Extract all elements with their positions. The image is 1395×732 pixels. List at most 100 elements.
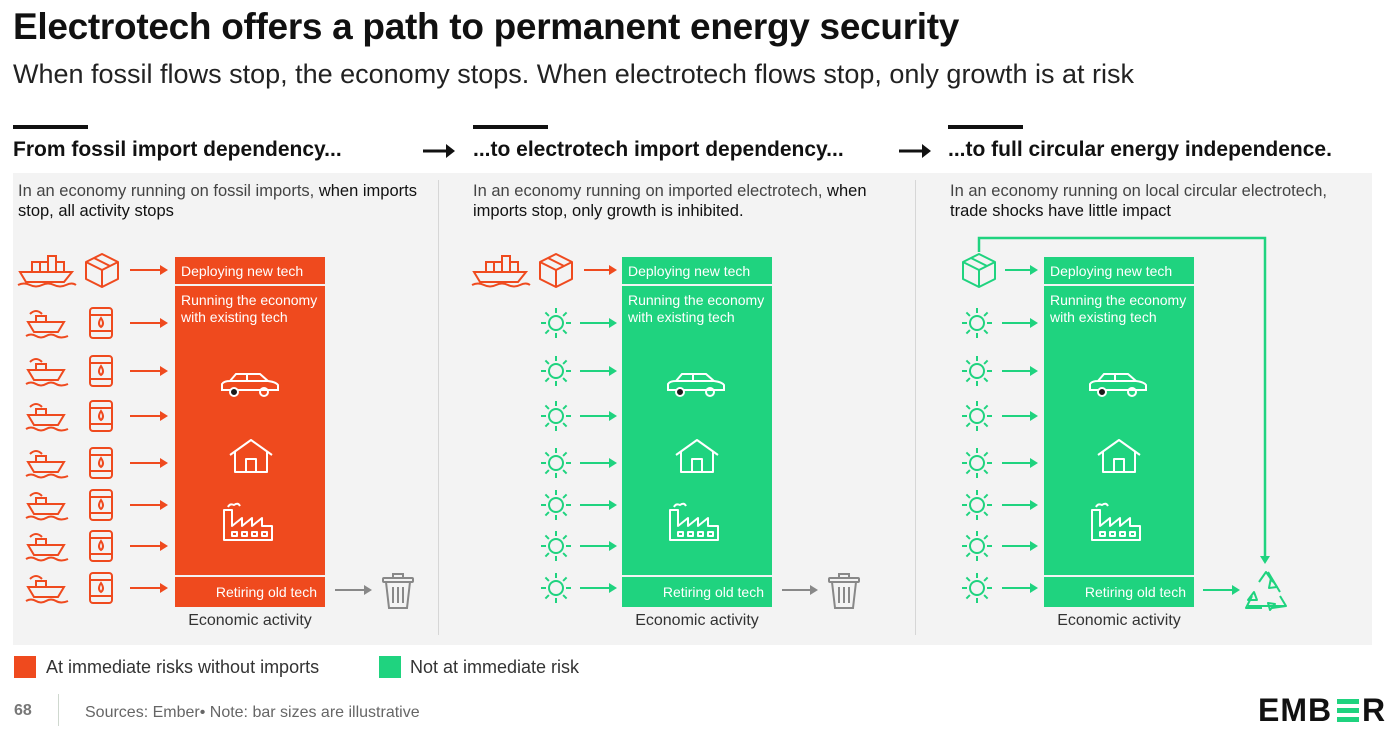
sun-icon: [962, 531, 992, 561]
tanker-ship-icon: [25, 575, 69, 604]
sun-icon: [541, 573, 571, 603]
heading-accent-bar: [948, 125, 1023, 129]
sun-icon: [962, 401, 992, 431]
tanker-ship-icon: [25, 492, 69, 521]
flow-arrow: [1005, 265, 1038, 275]
oil-barrel-icon: [89, 400, 113, 432]
ship-icon: [17, 255, 77, 288]
oil-barrel-icon: [89, 530, 113, 562]
oil-barrel-icon: [89, 307, 113, 339]
legend-swatch-risk: [14, 656, 36, 678]
flow-arrow: [130, 318, 168, 328]
flow-arrow: [580, 366, 617, 376]
arrow-right-icon: [899, 144, 931, 158]
tanker-ship-icon: [25, 533, 69, 562]
tanker-ship-icon: [25, 310, 69, 339]
car-icon: [667, 373, 725, 397]
flow-arrow: [782, 585, 818, 595]
svg-text:R: R: [1362, 692, 1385, 728]
car-icon: [1089, 373, 1147, 397]
sun-icon: [962, 573, 992, 603]
column-heading-electrotech: ...to electrotech import dependency...: [473, 138, 844, 161]
retiring-segment: Retiring old tech: [175, 577, 325, 607]
flow-arrow: [130, 583, 168, 593]
column-description: In an economy running on imported electr…: [473, 182, 867, 220]
column-heading-circular: ...to full circular energy independence.: [948, 138, 1332, 161]
page-title: Electrotech offers a path to permanent e…: [13, 6, 960, 47]
oil-barrel-icon: [89, 355, 113, 387]
retiring-segment: Retiring old tech: [1044, 577, 1194, 607]
running-segment: Running the economy with existing tech: [1044, 286, 1194, 575]
divider: [915, 180, 916, 635]
sun-icon: [541, 490, 571, 520]
oil-barrel-icon: [89, 489, 113, 521]
heading-accent-bar: [13, 125, 88, 129]
economic-activity-bar-fossil: Deploying new tech Running the economy w…: [175, 257, 325, 607]
sun-icon: [541, 401, 571, 431]
page-subtitle: When fossil flows stop, the economy stop…: [13, 59, 1134, 89]
flow-arrow: [130, 541, 168, 551]
oil-barrel-icon: [89, 447, 113, 479]
sun-icon: [962, 448, 992, 478]
trash-bin-icon: [382, 573, 414, 609]
sun-icon: [541, 356, 571, 386]
divider: [438, 180, 439, 635]
sources-note: Sources: Ember• Note: bar sizes are illu…: [85, 704, 420, 721]
economic-activity-bar-electrotech: Deploying new tech Running the economy w…: [622, 257, 772, 607]
column-description: In an economy running on local circular …: [950, 182, 1327, 220]
sun-icon: [541, 308, 571, 338]
package-icon: [85, 253, 119, 288]
flow-arrow: [130, 500, 168, 510]
flow-arrow: [1002, 411, 1038, 421]
sun-icon: [541, 531, 571, 561]
flow-arrow: [1203, 585, 1240, 595]
factory-icon: [669, 502, 719, 541]
sun-icon: [962, 356, 992, 386]
house-icon: [675, 439, 719, 473]
sun-icon: [541, 448, 571, 478]
tanker-ship-icon: [25, 450, 69, 479]
flow-arrow: [580, 541, 617, 551]
flow-arrow: [584, 265, 617, 275]
deploying-segment: Deploying new tech: [622, 257, 772, 284]
flow-arrow: [1002, 458, 1038, 468]
circular-loop-line: [977, 236, 1270, 564]
legend-label-safe: Not at immediate risk: [410, 657, 580, 677]
flow-arrow: [130, 366, 168, 376]
flow-arrow: [1002, 366, 1038, 376]
tanker-ship-icon: [25, 358, 69, 387]
flow-arrow: [130, 265, 168, 275]
flow-arrow: [130, 458, 168, 468]
page-number: 68: [14, 702, 32, 719]
deploying-segment: Deploying new tech: [1044, 257, 1194, 284]
economic-activity-label: Economic activity: [1057, 612, 1181, 629]
svg-text:EMB: EMB: [1258, 692, 1332, 728]
recycle-icon: [1245, 571, 1287, 611]
running-segment: Running the economy with existing tech: [175, 286, 325, 575]
flow-arrow: [1002, 583, 1038, 593]
house-icon: [229, 439, 273, 473]
ship-icon: [471, 255, 531, 288]
factory-icon: [223, 502, 273, 541]
footer-divider: [58, 694, 59, 726]
economic-activity-label: Economic activity: [635, 612, 759, 629]
sun-icon: [962, 308, 992, 338]
car-icon: [221, 373, 279, 397]
running-segment: Running the economy with existing tech: [622, 286, 772, 575]
deploying-segment: Deploying new tech: [175, 257, 325, 284]
package-icon: [539, 253, 573, 288]
flow-arrow: [580, 583, 617, 593]
legend-label-risk: At immediate risks without imports: [46, 657, 320, 677]
tanker-ship-icon: [25, 403, 69, 432]
flow-arrow: [1002, 500, 1038, 510]
trash-bin-icon: [828, 573, 860, 609]
economic-activity-bar-circular: Deploying new tech Running the economy w…: [1044, 257, 1194, 607]
factory-icon: [1091, 502, 1141, 541]
flow-arrow: [130, 411, 168, 421]
flow-arrow: [1002, 541, 1038, 551]
package-icon: [962, 253, 996, 288]
house-icon: [1097, 439, 1141, 473]
flow-arrow: [580, 458, 617, 468]
ember-logo: EMB R: [1258, 692, 1385, 728]
legend-swatch-safe: [379, 656, 401, 678]
